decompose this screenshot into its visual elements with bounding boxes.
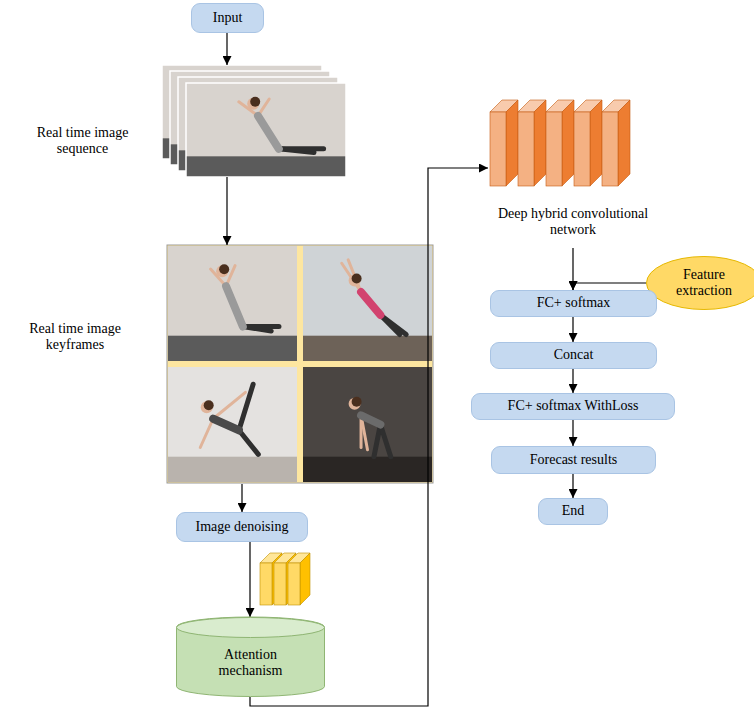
conv-blocks (490, 100, 630, 186)
figure-head (216, 265, 228, 277)
figure-arm (200, 419, 213, 448)
figure-arm (213, 392, 245, 418)
photo-background (168, 367, 297, 482)
figure-torso (213, 419, 239, 431)
photo-background (186, 83, 346, 177)
feature-blocks (260, 553, 310, 605)
block-front (288, 563, 300, 605)
flow-arrow (572, 420, 573, 446)
feature-ellipse: Feature extraction (646, 256, 754, 310)
ellipse-shape (647, 257, 754, 310)
photo (186, 83, 346, 177)
figure-leg (279, 146, 324, 151)
photo (168, 367, 297, 482)
panel-background (167, 245, 433, 483)
figure-leg (380, 315, 399, 335)
cylinder-body (177, 617, 325, 697)
box-text: Input (213, 10, 243, 26)
flow-arrow (241, 484, 242, 512)
block-side (618, 100, 630, 186)
block-side (534, 100, 546, 186)
box-text: Forecast results (530, 452, 617, 468)
flow-arrow (226, 33, 227, 65)
flow-arrow (249, 542, 250, 617)
block-front (574, 112, 590, 186)
process-box: FC+ softmax WithLoss (471, 393, 675, 420)
side-label: Real time image sequence (20, 125, 145, 157)
block-front (274, 563, 286, 605)
figure-hair (204, 400, 214, 410)
frame-edge (186, 83, 346, 177)
block-front (518, 112, 534, 186)
ellipse-text: Feature extraction (666, 267, 742, 299)
photo-floor (303, 336, 432, 361)
block-front (546, 112, 562, 186)
block-side (506, 100, 518, 186)
image-sequence: Real time image sequence (20, 65, 347, 177)
box-text: Image denoising (196, 519, 289, 535)
network-label: Deep hybrid convolutional network (488, 206, 658, 238)
keyframe-grid (167, 245, 433, 483)
attention-cylinder: Attention mechanism (176, 617, 325, 697)
figure-head (201, 401, 213, 413)
block-side (562, 100, 574, 186)
flow-arrow (572, 317, 573, 342)
photo (303, 246, 432, 361)
process-box: Image denoising (176, 512, 308, 542)
block-front (490, 112, 506, 186)
block-front (602, 112, 618, 186)
keyframe-panel: Real time image keyframes (0, 245, 434, 484)
image-stack (162, 65, 346, 177)
photo (303, 367, 432, 482)
block-side (590, 100, 602, 186)
terminal-box: End (538, 498, 608, 525)
box-text: Concat (554, 347, 594, 363)
figure-hair (352, 397, 362, 407)
process-box: Forecast results (491, 446, 656, 474)
photo-background (303, 367, 432, 482)
block-front (260, 563, 272, 605)
figure-torso (361, 415, 380, 424)
process-box: Concat (490, 342, 657, 369)
flow-arrow (572, 369, 573, 393)
figure-head (349, 275, 361, 287)
photo-floor (168, 457, 297, 482)
figure-leg (239, 430, 258, 454)
block-side (300, 553, 310, 605)
conv-network: Deep hybrid convolutional network (488, 98, 658, 248)
process-box: FC+ softmax (490, 290, 657, 317)
figure-hair (352, 274, 362, 284)
box-text: End (562, 503, 585, 519)
figure-arm (348, 260, 361, 292)
figure-hair (219, 264, 229, 274)
photo-background (303, 246, 432, 361)
flow-arrow (226, 177, 227, 245)
figure-leg (380, 425, 390, 457)
process-box: Input (191, 3, 264, 33)
figure-leg (380, 315, 406, 335)
figure-hair (250, 97, 260, 107)
figure-head (247, 98, 259, 110)
photo-floor (186, 156, 346, 177)
flow-arrow (572, 474, 573, 498)
figure-torso (226, 286, 243, 326)
box-text: FC+ softmax WithLoss (508, 398, 639, 414)
photo-background (168, 246, 297, 361)
cylinder-text: Attention mechanism (199, 647, 303, 679)
photo-floor (168, 336, 297, 361)
figure-torso (361, 292, 380, 315)
figure-torso (258, 116, 279, 149)
figure-head (349, 398, 361, 410)
side-label: Real time image keyframes (0, 321, 150, 353)
cylinder-top (177, 618, 325, 638)
flow-arrow (573, 283, 646, 290)
photo-floor (303, 457, 432, 482)
photo (168, 246, 297, 361)
figure-leg (243, 324, 279, 329)
box-text: FC+ softmax (537, 295, 611, 311)
